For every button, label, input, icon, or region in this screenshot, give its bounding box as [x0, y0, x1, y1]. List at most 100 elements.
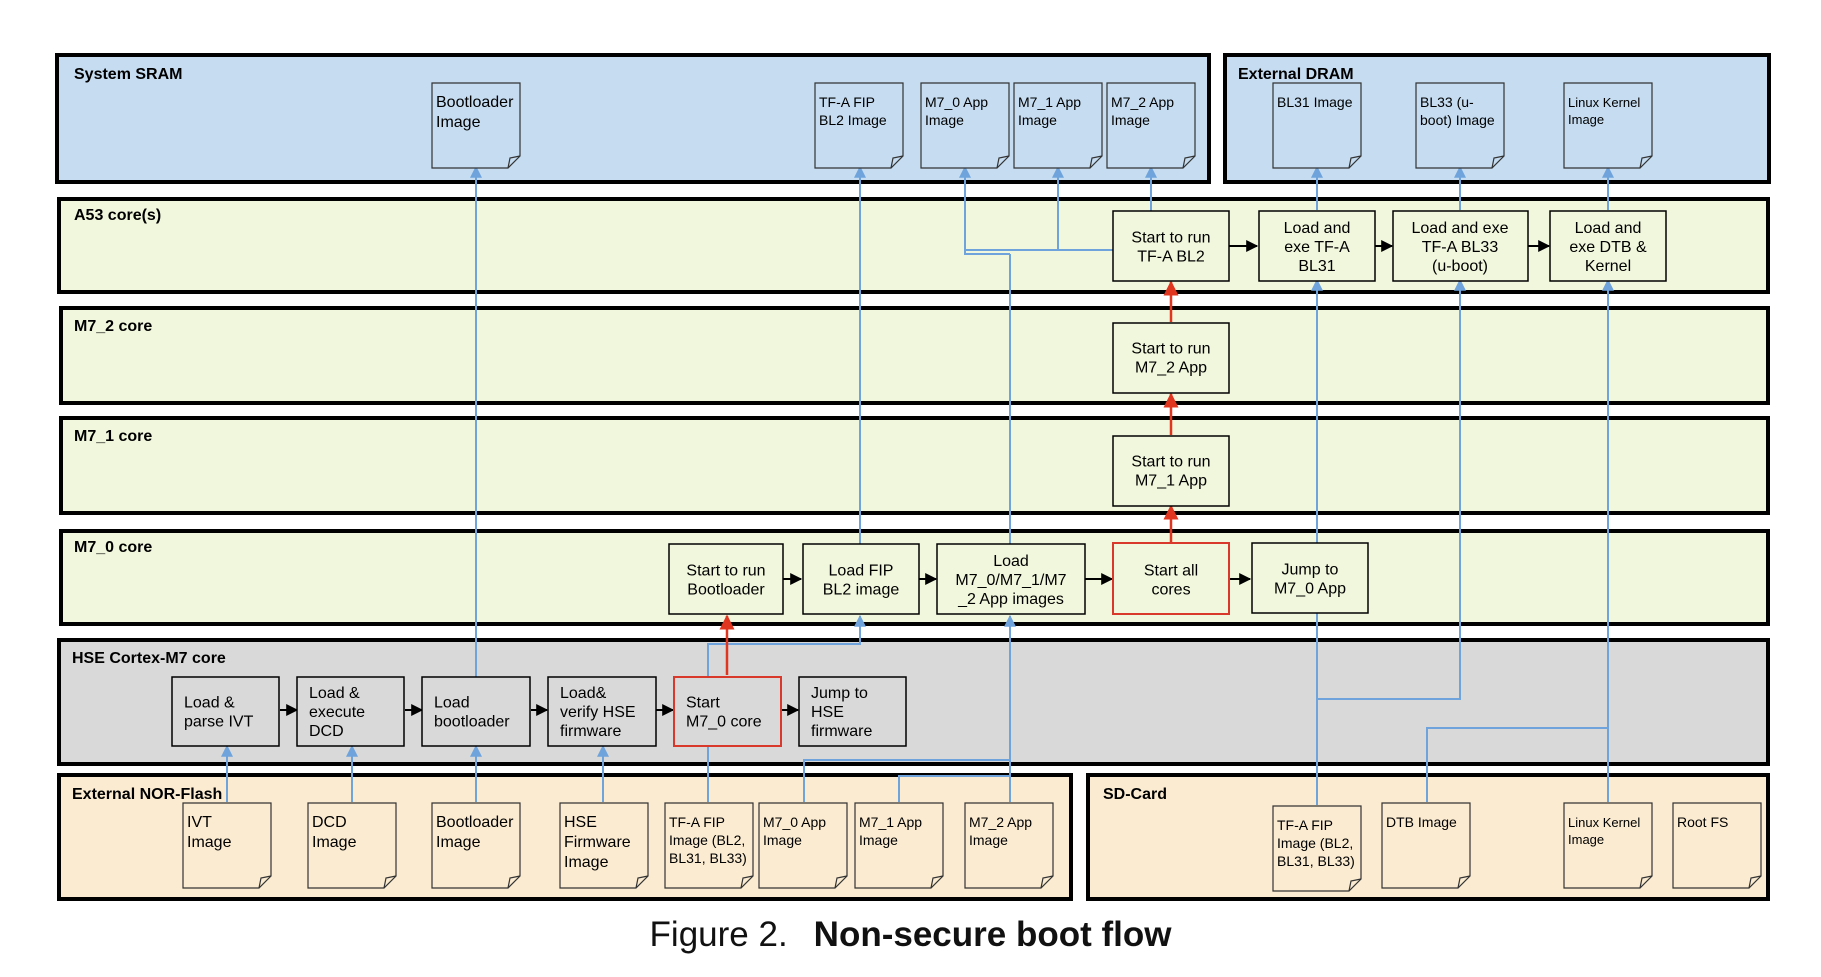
load-exe-dtb-kernel-box	[1549, 210, 1667, 282]
document-label-line: Image	[969, 832, 1008, 848]
document-shape	[1013, 82, 1103, 169]
text-line: Load and	[1284, 220, 1351, 237]
text-line: Load FIP	[829, 563, 894, 580]
document-label-line: Image	[859, 832, 898, 848]
document-fold	[1491, 155, 1505, 169]
text-line: cores	[1151, 582, 1190, 599]
document-shape	[1672, 802, 1762, 889]
document-fold	[834, 875, 848, 889]
text-line: firmware	[811, 723, 872, 740]
text-line: verify HSE	[560, 704, 636, 721]
sd-card-label: SD-Card	[1103, 786, 1167, 803]
text-line: Start to run	[686, 563, 765, 580]
figure-title: Non-secure boot flow	[813, 915, 1172, 954]
document-shape	[964, 802, 1054, 889]
text-line: parse IVT	[184, 714, 254, 731]
text-line: Start to run	[1131, 454, 1210, 471]
text-line: Load and	[1575, 220, 1642, 237]
a53-cores-label: A53 core(s)	[74, 207, 161, 224]
load-exe-bl31-text: Load and exe TF-A BL31	[1284, 220, 1351, 275]
document-fold	[996, 155, 1010, 169]
document-shape	[758, 802, 848, 889]
text-line: M7_0/M7_1/M7	[955, 572, 1066, 589]
m7-1-app-nor-link	[898, 775, 1010, 802]
document-shape	[1106, 82, 1196, 169]
load-fip-bl2-box	[802, 543, 920, 615]
jump-m7-0-app-box	[1251, 542, 1369, 614]
start-m7-0-core-box	[673, 676, 782, 747]
start-bootloader-box	[668, 543, 784, 615]
load-app-images-box	[936, 543, 1086, 615]
document-shape	[920, 82, 1010, 169]
text-line: M7_0 App	[1274, 581, 1346, 598]
document-fold	[1182, 155, 1196, 169]
document-fold	[930, 875, 944, 889]
document-shape	[854, 802, 944, 889]
start-m7-1-app-box	[1112, 435, 1230, 507]
text-line: BL31	[1298, 258, 1335, 275]
text-line: M7_0 core	[686, 714, 762, 731]
document-shape	[664, 802, 754, 889]
m7-1-core-region	[59, 416, 1770, 515]
document-label-line: boot) Image	[1420, 112, 1495, 128]
dram-bl31-image: BL31 Image	[1272, 82, 1362, 169]
document-shape	[814, 82, 904, 169]
load-parse-ivt-box	[171, 676, 280, 747]
document-label-line: M7_0 App	[925, 94, 988, 110]
text-line: BL2 image	[823, 582, 900, 599]
document-label-line: Image	[436, 114, 481, 131]
figure-caption: Figure 2.Non-secure boot flow	[0, 915, 1821, 955]
load-exe-bl33-box	[1392, 210, 1529, 282]
document-label-line: Linux Kernel	[1568, 95, 1640, 110]
document-fold	[507, 155, 521, 169]
m7-2-core-label: M7_2 core	[74, 318, 152, 335]
text-line: exe TF-A	[1284, 239, 1350, 256]
document-label-line: Image	[1111, 112, 1150, 128]
load-exe-bl31-box	[1258, 210, 1376, 282]
text-line: Kernel	[1585, 258, 1631, 275]
document-label-line: Image	[312, 834, 357, 851]
system-sram-label: System SRAM	[74, 66, 182, 83]
document-shape	[1563, 82, 1653, 169]
document-label-line: Image	[763, 832, 802, 848]
text-line: HSE	[811, 704, 844, 721]
document-label-line: BL31, BL33)	[1277, 853, 1355, 869]
document-fold	[1348, 155, 1362, 169]
text-line: execute	[309, 704, 365, 721]
document-fold	[1748, 875, 1762, 889]
document-label-line: Image	[1018, 112, 1057, 128]
load-bootloader-box	[421, 676, 531, 747]
text-line: _2 App images	[957, 591, 1064, 608]
m7-0-core-label: M7_0 core	[74, 539, 152, 556]
start-m7-2-app-box	[1112, 322, 1230, 394]
document-label-line: HSE	[564, 814, 597, 831]
document-shape	[307, 802, 397, 889]
document-label-line: Bootloader	[436, 814, 514, 831]
document-label-line: BL33 (u-	[1420, 94, 1474, 110]
document-label-line: Image (BL2,	[669, 832, 745, 848]
sd-fip-bl33-link	[1317, 278, 1466, 700]
text-line: Load	[434, 695, 470, 712]
sd-dtb-image: DTB Image	[1381, 802, 1471, 889]
